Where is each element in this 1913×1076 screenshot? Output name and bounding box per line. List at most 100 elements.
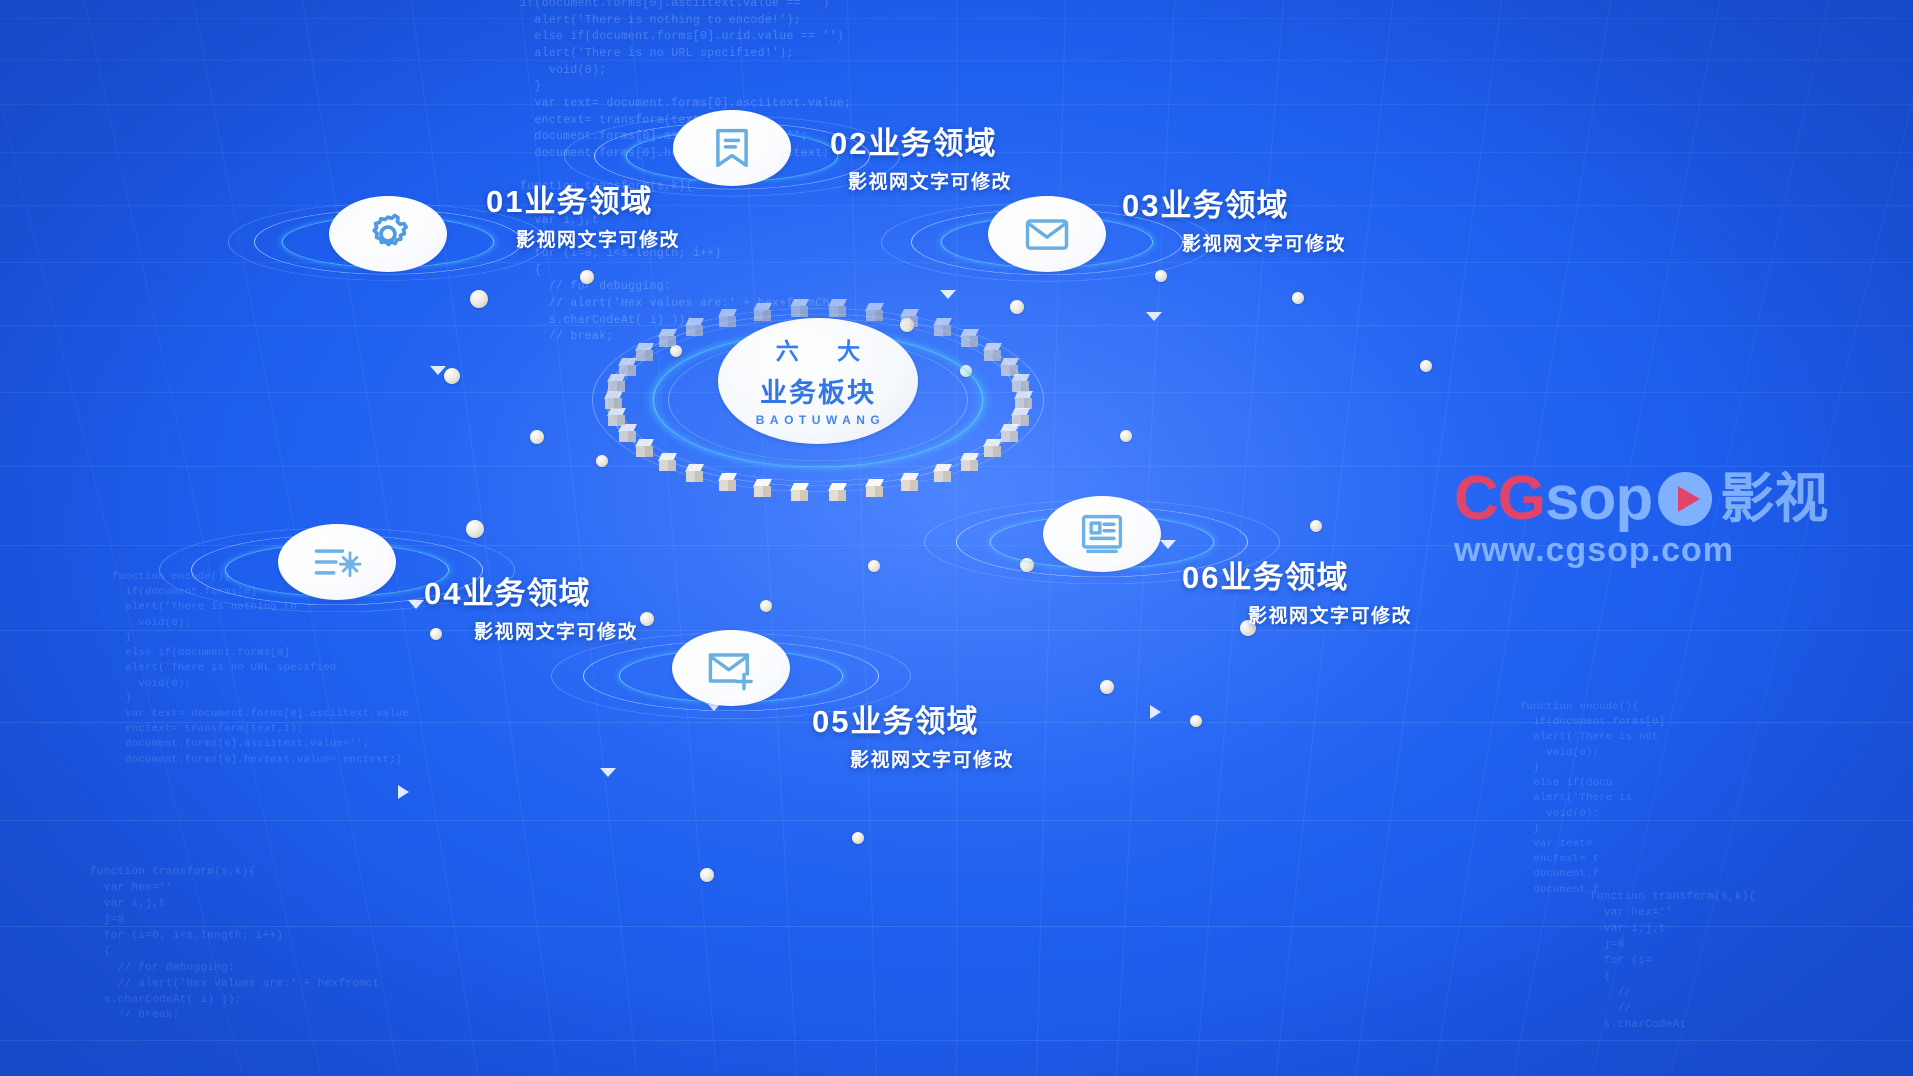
decor-sphere — [530, 430, 544, 444]
decor-sphere — [670, 345, 682, 357]
node-label-04: 04业务领域影视网文字可修改 — [424, 576, 639, 644]
decor-arrow-icon — [398, 785, 409, 799]
node-subtitle-05: 影视网文字可修改 — [850, 749, 1015, 771]
node-title-text-04: 业务领域 — [462, 576, 591, 611]
node-disc-top — [1043, 496, 1161, 572]
decor-sphere — [470, 290, 488, 308]
node-title-04: 04业务领域 — [424, 576, 638, 611]
node-title-text-02: 业务领域 — [868, 126, 997, 161]
orbit-cube — [1010, 407, 1030, 427]
node-title-text-03: 业务领域 — [1160, 188, 1289, 223]
decor-arrow-icon — [940, 290, 956, 299]
node-title-01: 01业务领域 — [486, 185, 680, 219]
node-subtitle-01: 影视网文字可修改 — [516, 229, 681, 251]
node-subtitle-02: 影视网文字可修改 — [848, 171, 1013, 193]
network-lines-icon — [311, 536, 363, 588]
node-04[interactable] — [278, 524, 396, 628]
node-label-06: 06业务领域影视网文字可修改 — [1182, 560, 1413, 628]
orbit-cube — [932, 464, 952, 483]
node-label-05: 05业务领域影视网文字可修改 — [812, 704, 1015, 772]
decor-arrow-icon — [430, 366, 446, 375]
decor-sphere — [960, 365, 972, 377]
decor-sphere — [760, 600, 772, 612]
node-03[interactable] — [988, 196, 1106, 300]
decor-sphere — [868, 560, 880, 572]
decor-arrow-icon — [1150, 705, 1161, 719]
decor-sphere — [466, 520, 484, 538]
orbit-cube — [960, 329, 980, 348]
node-disc-top — [673, 110, 791, 186]
orbit-cube — [983, 342, 1003, 362]
node-title-text-06: 业务领域 — [1220, 560, 1349, 595]
orbit-cube — [657, 452, 677, 472]
decor-sphere — [1420, 360, 1432, 372]
node-subtitle-03: 影视网文字可修改 — [1182, 233, 1347, 255]
decor-arrow-icon — [1146, 312, 1162, 321]
node-label-02: 02业务领域影视网文字可修改 — [830, 126, 1013, 194]
code-overlay-right-low: function transform(s,k){ var hex='' var … — [1590, 891, 1756, 1031]
cgsop-watermark: CG sop 影视 www.cgsop.com — [1454, 464, 1829, 570]
decor-sphere — [1155, 270, 1167, 282]
watermark-cn-text: 影视 — [1720, 469, 1829, 530]
code-overlay-left-low: function transform(s,k){ var hex='' var … — [90, 866, 380, 1022]
node-title-05: 05业务领域 — [812, 704, 1014, 739]
decor-sphere — [1190, 715, 1202, 727]
orbit-cube — [1000, 357, 1020, 377]
orbit-cube — [1000, 424, 1020, 443]
node-01[interactable] — [329, 196, 447, 300]
node-subtitle-06: 影视网文字可修改 — [1248, 605, 1413, 627]
node-disc-top — [278, 524, 396, 600]
decor-arrow-icon — [1160, 540, 1176, 549]
gear-icon — [362, 208, 414, 260]
orbit-cube — [604, 391, 623, 410]
orbit-cube — [790, 299, 810, 318]
mail-add-icon — [705, 642, 757, 694]
center-disc-top — [718, 318, 918, 444]
center-title-main: 业务板块 — [760, 378, 876, 408]
center-node[interactable]: 六 大 业务板块 BAOTUWANG — [718, 318, 918, 518]
decor-sphere — [580, 270, 594, 284]
decor-arrow-icon — [600, 768, 616, 777]
code-overlay-right-mid: function encode(){ if(document.forms[0] … — [1520, 701, 1666, 896]
center-title-top: 六 大 — [775, 338, 877, 364]
node-number-03: 03 — [1122, 188, 1161, 223]
watermark-sop-text: sop — [1545, 464, 1653, 533]
node-number-04: 04 — [424, 576, 463, 611]
orbit-cube — [657, 329, 677, 348]
decor-sphere — [1100, 680, 1114, 694]
orbit-cube — [607, 407, 627, 427]
decor-sphere — [852, 832, 864, 844]
decor-sphere — [640, 612, 654, 626]
decor-sphere — [1310, 520, 1322, 532]
decor-sphere — [444, 368, 460, 384]
node-title-03: 03业务领域 — [1122, 188, 1346, 223]
node-05[interactable] — [672, 630, 790, 734]
watermark-cg-text: CG — [1454, 464, 1546, 533]
node-disc-top — [672, 630, 790, 706]
orbit-cube — [1010, 374, 1030, 393]
node-number-06: 06 — [1182, 560, 1221, 595]
node-number-05: 05 — [812, 704, 851, 739]
center-label: 六 大 业务板块 BAOTUWANG — [718, 332, 918, 427]
play-button-icon — [1658, 472, 1713, 527]
decor-sphere — [700, 868, 714, 882]
node-subtitle-04: 影视网文字可修改 — [474, 621, 639, 643]
node-02[interactable] — [673, 110, 791, 214]
node-number-02: 02 — [830, 126, 869, 161]
orbit-cube — [607, 374, 627, 393]
node-label-03: 03业务领域影视网文字可修改 — [1122, 188, 1347, 256]
center-subtitle: BAOTUWANG — [755, 413, 886, 427]
node-title-06: 06业务领域 — [1182, 560, 1412, 595]
decor-sphere — [1292, 292, 1304, 304]
decor-sphere — [1120, 430, 1132, 442]
orbit-cube — [617, 424, 637, 443]
orbit-cube — [983, 439, 1003, 458]
node-06[interactable] — [1043, 496, 1161, 600]
orbit-cube — [634, 342, 654, 362]
orbit-cube — [617, 357, 637, 377]
envelope-icon — [1021, 208, 1073, 260]
book-image-icon — [1076, 508, 1128, 560]
orbit-cube — [960, 452, 980, 472]
orbit-cube — [685, 317, 705, 337]
